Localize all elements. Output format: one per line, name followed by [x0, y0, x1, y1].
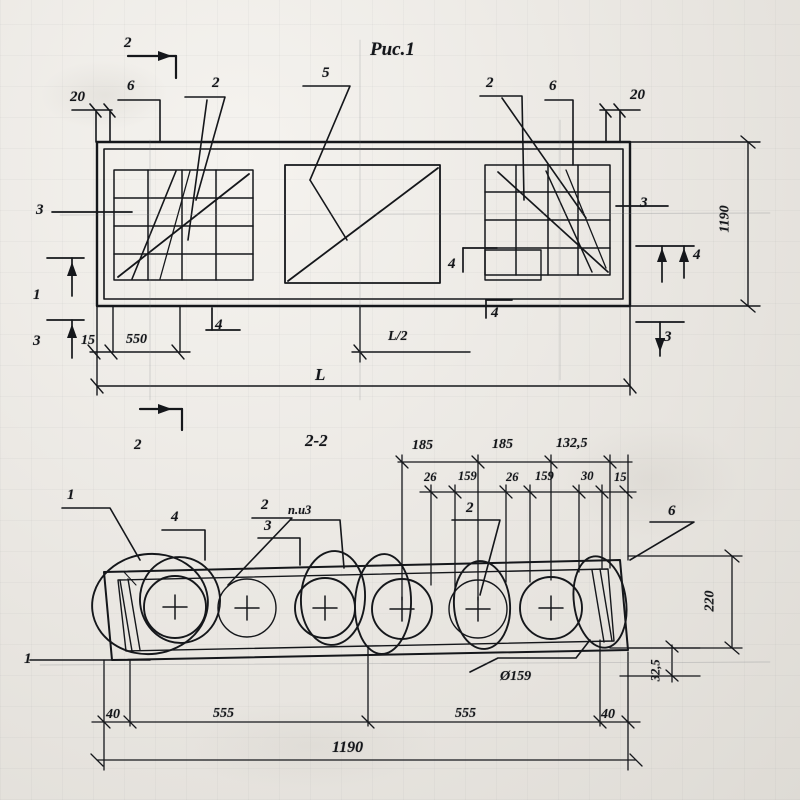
- dim-15-plan: 15: [81, 333, 95, 348]
- dim-159-a: 159: [458, 469, 477, 483]
- plan-section-cut-2-bottom-label: 2: [134, 437, 142, 453]
- callout-6: 6: [668, 503, 676, 519]
- section-leaders: [30, 508, 694, 672]
- dim-L-half: L/2: [388, 329, 408, 344]
- section-dimension-chains: [396, 455, 636, 600]
- dim-15-section: 15: [614, 470, 627, 484]
- plan-section-cut-2-top: [128, 51, 176, 78]
- plan-section-cut-2-top-label: 2: [124, 35, 132, 51]
- callout-p-i-3: п.и3: [288, 503, 312, 517]
- section-bottom-dimensions: [91, 640, 642, 770]
- section-outer-body: [104, 560, 628, 660]
- dim-555-right: 555: [455, 706, 476, 721]
- dim-L-total: L: [315, 365, 326, 384]
- plan-right-side-marks: [616, 206, 694, 356]
- callout-4: 4: [171, 509, 179, 525]
- cut-3-left: 3: [33, 333, 41, 349]
- section-pipe-centermarks: [163, 595, 563, 621]
- callout-3: 3: [264, 518, 272, 534]
- plan-left-side-marks: [47, 212, 132, 358]
- callout-1-lower: 1: [24, 651, 32, 667]
- callout-2-left: 2: [261, 497, 269, 513]
- cut-4-inner-left: 4: [215, 317, 223, 333]
- dim-132-5: 132,5: [556, 436, 588, 451]
- section-2-2-label: 2-2: [305, 431, 328, 450]
- dim-555-left: 555: [213, 706, 234, 721]
- callout-2-right: 2: [466, 500, 474, 516]
- dim-1190-height: 1190: [717, 205, 733, 233]
- section-left-end-detail: [120, 572, 140, 651]
- plan-left-mesh-panel: [114, 170, 253, 280]
- dim-1190-total: 1190: [332, 739, 364, 756]
- mark-2-left: 2: [212, 75, 220, 91]
- dim-159-b: 159: [535, 469, 554, 483]
- dim-220: 220: [702, 590, 718, 612]
- dim-30: 30: [581, 469, 594, 483]
- section-height-dimensions: [610, 550, 742, 682]
- mark-20-right: 20: [630, 87, 645, 103]
- dim-diameter-159: Ø159: [500, 669, 532, 684]
- mark-3-left: 3: [36, 202, 44, 218]
- dim-550-plan: 550: [126, 332, 147, 347]
- plan-top-leaders: [72, 86, 640, 240]
- mark-5-center: 5: [322, 65, 330, 81]
- dim-32-5: 32,5: [648, 659, 663, 682]
- construction-lines: [40, 40, 770, 665]
- plan-dimensions-bottom: [88, 306, 636, 395]
- mark-2-right: 2: [486, 75, 494, 91]
- plan-center-panel: [285, 165, 440, 283]
- dim-185-b: 185: [492, 437, 513, 452]
- dim-26-b: 26: [506, 470, 519, 484]
- cut-4-inner-right: 4: [448, 256, 456, 272]
- dim-185-a: 185: [412, 438, 433, 453]
- cut-4-inner-center: 4: [491, 305, 499, 321]
- callout-1: 1: [67, 487, 75, 503]
- plan-inner-cut-4: [206, 248, 512, 330]
- mark-6-right: 6: [549, 78, 557, 94]
- cut-3-right: 3: [664, 329, 672, 345]
- dim-26-a: 26: [424, 470, 437, 484]
- plan-right-mesh-panel: [485, 165, 610, 280]
- mark-20-left: 20: [70, 89, 85, 105]
- cut-1-left: 1: [33, 287, 41, 303]
- dim-40-right: 40: [601, 707, 615, 722]
- section-callout-loops: [91, 550, 628, 656]
- plan-outer-frame: [97, 142, 630, 306]
- drawing-title: Рис.1: [370, 39, 415, 60]
- plan-dimension-height: [630, 136, 760, 312]
- plan-section-cut-2-bottom: [140, 404, 182, 430]
- mark-3-right: 3: [640, 195, 648, 211]
- section-right-end-detail: [592, 569, 612, 642]
- cut-4-right: 4: [693, 247, 701, 263]
- dim-40-left: 40: [106, 707, 120, 722]
- mark-6-left: 6: [127, 78, 135, 94]
